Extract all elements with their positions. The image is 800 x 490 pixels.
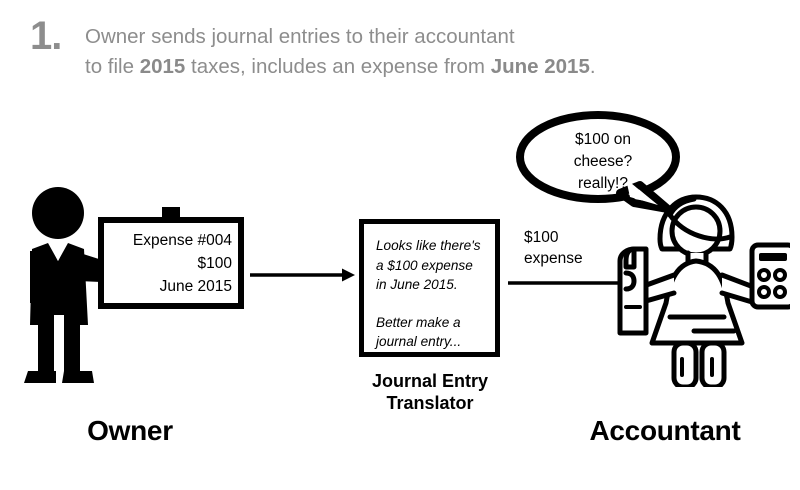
accountant-label: Accountant: [589, 415, 741, 446]
calculator-icon: [749, 242, 797, 310]
step-number: 1.: [30, 14, 62, 58]
speech-line-2: cheese?: [573, 153, 633, 170]
heading-line-2-part-1: to file: [85, 55, 140, 78]
heading-line-1: Owner sends journal entries to their acc…: [85, 22, 775, 52]
expense-flow-label-line-2: expense: [524, 250, 583, 267]
translator-note-line-3: in June 2015.: [376, 277, 458, 292]
heading-line-2-bold-year: 2015: [139, 55, 186, 78]
expense-board-line-3: June 2015: [159, 278, 232, 295]
owner-label: Owner: [87, 415, 173, 446]
speech-bubble-text: $100 on cheese? really!?: [548, 129, 658, 195]
document-icon: [617, 246, 649, 336]
translator-note-line-2: a $100 expense: [376, 257, 473, 273]
translator-note-line-1: Looks like there's: [376, 238, 481, 253]
speech-line-3: really!?: [578, 175, 628, 192]
expense-board-line-2: $100: [197, 255, 232, 272]
journal-entry-translator-box: Looks like there's a $100 expense in Jun…: [359, 219, 500, 357]
heading-line-1-text: Owner sends journal entries to their acc…: [85, 25, 515, 48]
translator-label-line-1: Journal Entry: [371, 371, 489, 391]
speech-line-1: $100 on: [574, 131, 632, 148]
translator-label-line-2: Translator: [386, 393, 474, 413]
diagram-stage: Expense #004 $100 June 2015 Looks like t…: [0, 95, 800, 490]
arrow-owner-to-translator-icon: [250, 267, 355, 283]
step-heading: 1. Owner sends journal entries to their …: [0, 0, 800, 100]
heading-line-2-part-3: .: [589, 55, 596, 78]
expense-flow-label-line-1: $100: [524, 229, 559, 246]
heading-text: Owner sends journal entries to their acc…: [85, 22, 775, 82]
expense-flow-label: $100 expense: [524, 227, 634, 269]
heading-line-2-bold-month: June 2015: [490, 55, 590, 78]
translator-note-line-4: Better make a: [376, 314, 461, 330]
expense-board: Expense #004 $100 June 2015: [98, 217, 244, 309]
accountant-figure-icon: [612, 187, 797, 390]
expense-board-line-1: Expense #004: [132, 232, 232, 249]
accountant-speech-bubble: $100 on cheese? really!?: [508, 109, 698, 214]
heading-line-2: to file 2015 taxes, includes an expense …: [85, 52, 775, 82]
translator-note-text: Looks like there's a $100 expense in Jun…: [376, 236, 487, 352]
translator-label: Journal Entry Translator: [330, 370, 530, 414]
translator-note-line-5: journal entry...: [376, 334, 462, 349]
board-mount-nub: [162, 207, 180, 219]
heading-line-2-part-2: taxes, includes an expense from: [185, 55, 491, 78]
expense-board-text: Expense #004 $100 June 2015: [104, 229, 238, 298]
